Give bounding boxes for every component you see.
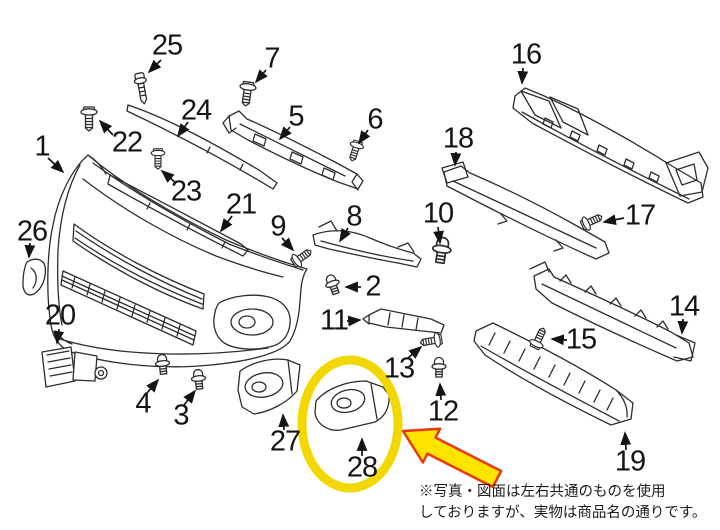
part-5-upper-bracket-rail-drawing (222, 110, 364, 191)
bolt-icon (150, 148, 166, 170)
bolt-icon (288, 244, 316, 270)
clip-icon (430, 235, 454, 265)
part-21-lower-molding-drawing (107, 174, 249, 257)
part-20-washer-motor-drawing (41, 346, 108, 388)
part-label-23: 23 (170, 175, 202, 208)
part-11-side-retainer-drawing (362, 308, 445, 334)
bolt-icon (236, 80, 258, 108)
part-label-24: 24 (180, 94, 212, 127)
part-14-lower-support-bracket-drawing (529, 261, 696, 362)
part-label-16: 16 (510, 38, 542, 71)
screw-icon (132, 71, 151, 106)
part-label-22: 22 (111, 126, 143, 159)
part-label-21: 21 (225, 188, 257, 221)
clip-icon (189, 368, 208, 391)
bolt-icon (344, 138, 366, 164)
part-18-energy-absorber-drawing (441, 161, 610, 260)
highlight-circle (297, 355, 403, 493)
part-label-27: 27 (269, 425, 301, 458)
part-label-12: 12 (427, 395, 459, 428)
part-label-5: 5 (288, 100, 304, 133)
part-label-25: 25 (151, 29, 183, 62)
part-8-side-bracket-drawing (312, 220, 422, 268)
part-label-7: 7 (264, 42, 280, 75)
part-28-fog-cover-drawing (314, 380, 390, 431)
part-label-2: 2 (365, 270, 381, 303)
leader-lines (24, 59, 689, 456)
footnote-line-2: しておりますが、実物は商品名の通りです。 (419, 505, 707, 521)
part-label-10: 10 (422, 197, 454, 230)
part-label-28: 28 (346, 451, 378, 484)
part-label-18: 18 (442, 122, 474, 155)
footnote-line-1: ※写真・図面は左右共通のものを使用 (419, 484, 666, 500)
part-label-9: 9 (270, 210, 286, 243)
bolt-icon (80, 106, 98, 132)
part-label-3: 3 (173, 399, 189, 432)
part-26-cover-cap-drawing (22, 258, 47, 296)
part-label-8: 8 (346, 200, 362, 233)
part-24-upper-molding-drawing (126, 104, 278, 190)
part-16-bumper-reinforcement-beam-drawing (512, 87, 709, 204)
part-label-14: 14 (668, 290, 700, 323)
bolt-icon (527, 324, 551, 352)
part-label-20: 20 (44, 299, 76, 332)
part-label-4: 4 (135, 387, 151, 420)
bolt-icon (418, 331, 444, 351)
part-27-fog-cover-drawing (237, 358, 301, 415)
part-label-1: 1 (34, 130, 50, 163)
clip-icon (153, 353, 172, 376)
part-label-13: 13 (383, 352, 415, 385)
part-label-26: 26 (16, 215, 48, 248)
footnote: ※写真・図面は左右共通のものを使用 しておりますが、実物は商品名の通りです。 (419, 482, 719, 524)
part-label-15: 15 (565, 323, 597, 356)
clip-icon (431, 356, 447, 378)
part-label-19: 19 (614, 445, 646, 478)
highlight-arrow (401, 427, 503, 489)
clip-icon (322, 272, 344, 297)
part-label-17: 17 (624, 199, 656, 232)
part-label-6: 6 (367, 103, 383, 136)
part-label-11: 11 (319, 304, 349, 337)
